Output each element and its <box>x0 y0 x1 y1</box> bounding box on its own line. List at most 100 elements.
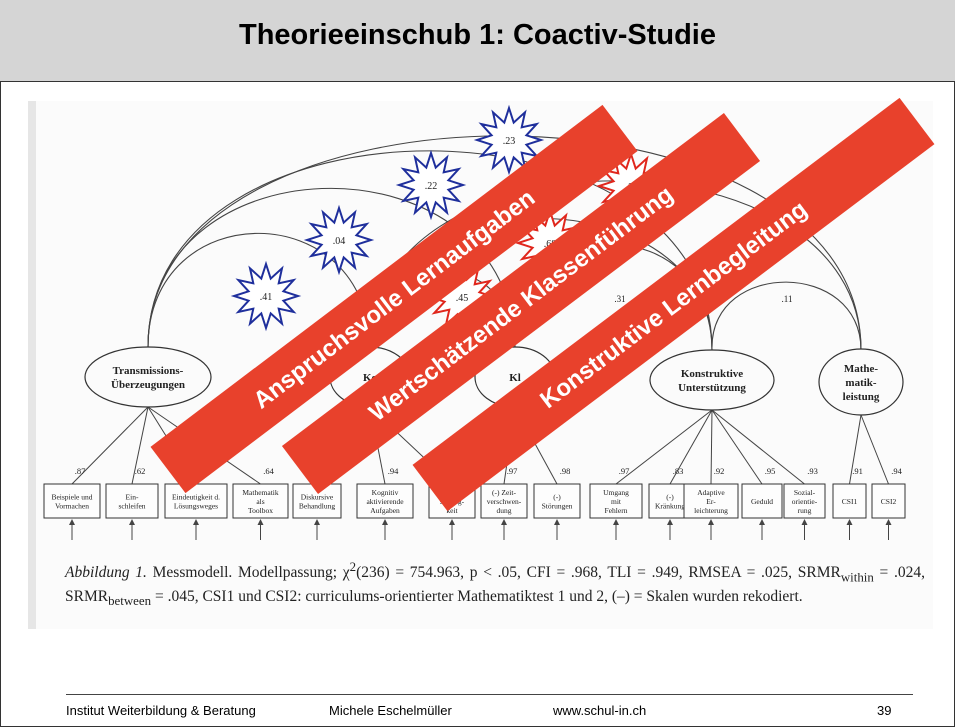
correlation-value: .31 <box>614 294 625 304</box>
arrow-head <box>667 519 673 525</box>
indicator-label: Beispiele und <box>51 493 92 502</box>
loading-value: .87 <box>75 466 86 476</box>
correlation-value: .11 <box>782 294 793 304</box>
footer-website[interactable]: www.schul-in.ch <box>553 703 647 718</box>
loading-path <box>71 406 149 485</box>
correlation-arc <box>147 150 713 351</box>
indicator-box <box>589 483 643 519</box>
correlation-arc <box>711 281 862 351</box>
arrow-head <box>759 519 765 525</box>
indicator-label: Lösungsweges <box>174 502 218 511</box>
arrow-head <box>314 519 320 525</box>
indicator-box <box>832 483 867 519</box>
indicator-label: Mathematik <box>242 488 278 497</box>
indicator-label: Behandlung <box>299 502 335 511</box>
caption-label: Abbildung 1. <box>65 564 147 582</box>
arrow-head <box>885 519 892 525</box>
indicator-label: Störungen <box>542 502 573 511</box>
loading-value: .94 <box>891 466 902 476</box>
correlation-value: .45 <box>456 293 469 304</box>
indicator-label: Kognitiv <box>372 488 399 497</box>
indicator-box <box>232 483 289 519</box>
indicator-box <box>105 483 159 519</box>
loading-value: .83 <box>673 466 684 476</box>
indicator-label: (-) Zeit- <box>492 488 516 497</box>
loading-path <box>711 409 763 485</box>
correlation-value: .04 <box>333 236 346 247</box>
loading-value: .97 <box>507 466 518 476</box>
loading-value: .91 <box>852 466 863 476</box>
caption-sub-between: between <box>108 593 152 609</box>
indicator-label: (-) <box>666 493 674 502</box>
loading-path <box>860 414 889 485</box>
slide-title: Theorieeinschub 1: Coactiv-Studie <box>239 19 716 51</box>
loading-path <box>711 409 805 485</box>
correlation-burst-blue <box>303 204 375 276</box>
caption-text-3: = .024, SRMR <box>65 564 925 606</box>
indicator-label: Vormachen <box>55 502 89 511</box>
loading-value: .92 <box>714 466 725 476</box>
loading-value: .62 <box>135 466 146 476</box>
latent-factor-mathe <box>818 348 904 416</box>
caption-text-4: = .045, CSI1 und CSI2: curriculums-orien… <box>151 588 803 606</box>
indicator-box <box>43 483 101 519</box>
indicator-label: Umgang <box>603 488 629 497</box>
latent-factor-label: matik- <box>845 377 877 389</box>
latent-factor-konstruktive <box>649 349 775 411</box>
latent-factor-label: Unterstützung <box>678 382 746 394</box>
figure-caption: Abbildung 1. Messmodell. Modellpassung; … <box>65 557 925 611</box>
indicator-label: Aufgaben <box>370 506 400 515</box>
loading-value: .64 <box>263 466 274 476</box>
indicator-label: mit <box>611 497 622 506</box>
arrow-head <box>554 519 560 525</box>
footer-institute: Institut Weiterbildung & Beratung <box>66 703 256 718</box>
indicator-box <box>533 483 581 519</box>
indicator-box <box>741 483 783 519</box>
correlation-value: .23 <box>503 136 516 147</box>
indicator-label: schleifen <box>118 502 145 511</box>
loading-path <box>710 409 713 485</box>
latent-factor-transmission <box>84 346 212 408</box>
loading-value: .97 <box>619 466 630 476</box>
scan-edge <box>28 101 36 629</box>
arrow-head <box>69 519 75 525</box>
indicator-label: als <box>256 497 264 506</box>
indicator-box <box>683 483 739 519</box>
arrow-head <box>382 519 388 525</box>
indicator-label: Sozial- <box>794 488 816 497</box>
caption-sub-within: within <box>840 569 874 585</box>
arrow-head <box>193 519 199 525</box>
indicator-label: rung <box>798 506 812 515</box>
latent-factor-label: Transmissions- <box>113 365 184 377</box>
correlation-value: .41 <box>260 292 273 303</box>
indicator-label: Adaptive <box>697 488 725 497</box>
indicator-label: aktivierende <box>366 497 404 506</box>
correlation-burst-blue <box>473 104 545 176</box>
indicator-label: verschwen- <box>487 497 522 506</box>
indicator-label: dung <box>497 506 512 515</box>
latent-factor-label: leistung <box>843 391 880 403</box>
correlation-burst-blue <box>230 260 302 332</box>
loading-value: .98 <box>560 466 571 476</box>
arrow-head <box>708 519 714 525</box>
latent-factor-label: Konstruktive <box>681 368 743 380</box>
latent-factor-label: Überzeugungen <box>111 378 185 391</box>
indicator-label: (-) <box>553 493 561 502</box>
latent-factor-label: Mathe- <box>844 363 879 375</box>
indicator-label: Ein- <box>126 493 139 502</box>
arrow-head <box>801 519 808 525</box>
arrow-head <box>449 519 455 525</box>
indicator-label: orientie- <box>792 497 818 506</box>
footer-page-number: 39 <box>877 703 892 718</box>
arrow-head <box>613 519 619 525</box>
indicator-box <box>871 483 906 519</box>
indicator-label: Eindeutigkeit d. <box>172 493 220 502</box>
indicator-label: Diskursive <box>301 493 334 502</box>
indicator-label: Toolbox <box>248 506 273 515</box>
caption-text-1: Messmodell. Modellpassung; χ <box>146 564 350 582</box>
indicator-box <box>783 483 826 519</box>
highlight-banner <box>281 113 761 494</box>
highlight-banner <box>412 97 935 512</box>
indicator-label: CSI1 <box>842 497 858 506</box>
